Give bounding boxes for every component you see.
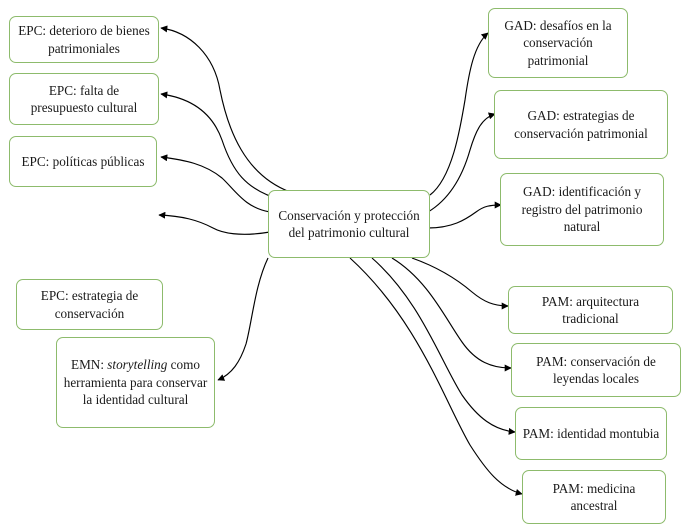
edge-to-epc-politicas xyxy=(160,154,271,213)
node-gad-identificacion: GAD: identificación y registro del patri… xyxy=(500,173,664,246)
node-label: GAD: identificación y registro del patri… xyxy=(521,184,643,235)
node-epc-presupuesto: EPC: falta de presupuesto cultural xyxy=(9,73,159,125)
edge-to-pam-arquitectura xyxy=(411,257,509,310)
node-pam-identidad: PAM: identidad montubia xyxy=(515,407,667,460)
node-gad-estrategias: GAD: estrategias de conservación patrimo… xyxy=(494,90,668,159)
edge-to-emn-storytelling xyxy=(217,257,269,381)
edge-to-epc-presupuesto xyxy=(160,91,283,201)
edge-to-pam-identidad xyxy=(371,257,516,435)
edge-to-gad-desafios xyxy=(429,32,489,196)
edge-to-pam-leyendas xyxy=(391,257,512,372)
edge-to-epc-estrategia xyxy=(158,211,271,235)
node-pam-leyendas: PAM: conservación de leyendas locales xyxy=(511,343,681,397)
node-label: EPC: deterioro de bienes patrimoniales xyxy=(18,23,150,56)
node-epc-deterioro: EPC: deterioro de bienes patrimoniales xyxy=(9,16,159,63)
node-label: PAM: identidad montubia xyxy=(522,425,660,441)
node-label: PAM: medicina ancestral xyxy=(552,480,636,514)
node-label: EMN: storytelling como herramienta para … xyxy=(63,356,208,409)
node-label: PAM: conservación de leyendas locales xyxy=(536,353,656,387)
center-node-label: Conservación y protección del patrimonio… xyxy=(278,207,420,241)
node-label: PAM: arquitectura tradicional xyxy=(541,293,640,327)
edge-to-epc-deterioro xyxy=(160,25,291,193)
node-label: EPC: estrategia de conservación xyxy=(40,288,139,321)
edge-to-gad-estrategias xyxy=(427,112,496,213)
node-emn-storytelling: EMN: storytelling como herramienta para … xyxy=(56,337,215,428)
node-label: EPC: falta de presupuesto cultural xyxy=(30,82,138,116)
node-label-prefix: EMN: xyxy=(71,357,108,373)
node-epc-estrategia: EPC: estrategia de conservación xyxy=(16,279,163,330)
node-pam-arquitectura: PAM: arquitectura tradicional xyxy=(508,286,673,334)
edge-to-gad-identificacion xyxy=(427,201,502,229)
node-label-emphasis: storytelling xyxy=(107,357,168,373)
node-epc-politicas: EPC: políticas públicas xyxy=(9,136,157,187)
center-node: Conservación y protección del patrimonio… xyxy=(268,190,430,258)
node-label: EPC: políticas públicas xyxy=(21,153,145,169)
node-label: GAD: desafíos en la conservación patrimo… xyxy=(504,17,612,68)
node-label: GAD: estrategias de conservación patrimo… xyxy=(514,108,648,141)
node-label-suffix: como herramienta para conservar la ident… xyxy=(63,357,208,408)
node-pam-medicina: PAM: medicina ancestral xyxy=(522,470,666,524)
edge-to-pam-medicina xyxy=(349,257,523,496)
node-gad-desafios: GAD: desafíos en la conservación patrimo… xyxy=(488,8,628,78)
